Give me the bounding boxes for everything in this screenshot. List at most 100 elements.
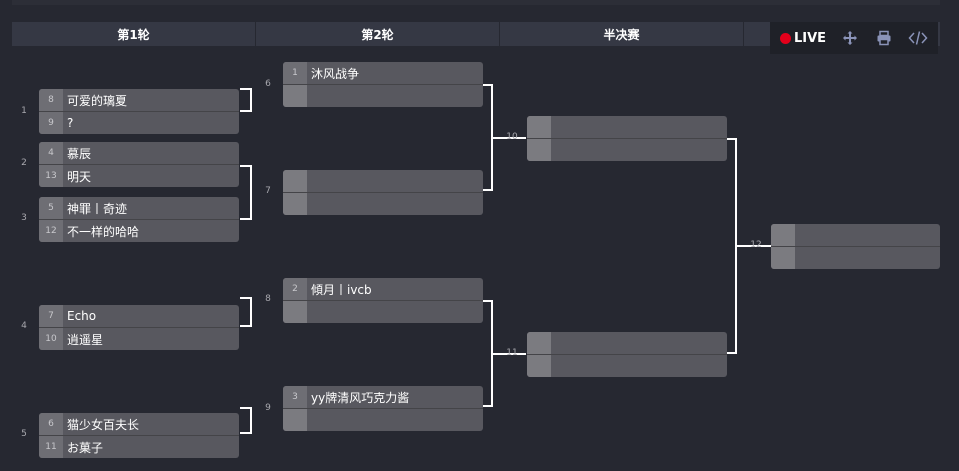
bracket-connector	[493, 353, 526, 355]
player-name: 傾月丨ivcb	[311, 282, 372, 297]
seed-number: 11	[39, 436, 63, 458]
seed-number: 8	[39, 89, 63, 111]
seed-number	[771, 247, 795, 269]
seed-number: 3	[283, 386, 307, 408]
seed-number: 9	[39, 112, 63, 134]
seed-number: 4	[39, 142, 63, 164]
match-card[interactable]	[527, 116, 727, 161]
seed-number: 1	[283, 62, 307, 84]
match-slot[interactable]: 2 傾月丨ivcb	[283, 278, 483, 301]
match-card[interactable]: 1 沐风战争	[283, 62, 483, 107]
seed-number	[283, 170, 307, 192]
match-slot[interactable]: 7 Echo	[39, 305, 239, 328]
bracket-connector	[240, 407, 252, 434]
player-name: 明天	[67, 169, 92, 184]
match-number: 12	[750, 240, 762, 250]
bracket-toolbar: LIVE	[770, 22, 938, 54]
seed-number: 6	[39, 413, 63, 435]
match-slot[interactable]	[283, 193, 483, 215]
live-label: LIVE	[794, 30, 827, 46]
match-slot[interactable]	[527, 116, 727, 139]
live-button[interactable]: LIVE	[780, 31, 826, 46]
live-dot-icon	[780, 32, 791, 44]
match-card[interactable]: 3 yy牌清风巧克力酱	[283, 386, 483, 431]
move-icon[interactable]	[840, 28, 860, 48]
match-slot[interactable]: 8 可爱的璃夏	[39, 89, 239, 112]
match-slot[interactable]: 6 猫少女百夫长	[39, 413, 239, 436]
match-slot[interactable]: 5 神罪丨奇迹	[39, 197, 239, 220]
player-name: 沐风战争	[311, 66, 360, 81]
match-slot[interactable]: 1 沐风战争	[283, 62, 483, 85]
seed-number	[527, 116, 551, 138]
match-number: 10	[506, 132, 518, 142]
player-name: 神罪丨奇迹	[67, 201, 128, 216]
match-slot[interactable]: 10 逍遥星	[39, 328, 239, 350]
match-slot[interactable]	[771, 247, 940, 269]
bracket-connector	[737, 245, 771, 247]
player-name: 慕辰	[67, 146, 92, 161]
match-card[interactable]	[771, 224, 940, 269]
match-slot[interactable]	[527, 355, 727, 377]
player-name: ?	[67, 116, 74, 130]
match-number: 5	[21, 429, 27, 439]
match-slot[interactable]	[283, 409, 483, 431]
code-icon[interactable]	[908, 28, 928, 48]
seed-number	[771, 224, 795, 246]
player-name: yy牌清风巧克力酱	[311, 390, 410, 405]
match-number: 7	[265, 186, 271, 196]
match-slot[interactable]	[527, 332, 727, 355]
match-slot[interactable]	[283, 301, 483, 323]
player-name: お菓子	[67, 440, 104, 455]
player-name: 逍遥星	[67, 332, 104, 347]
bracket-connector	[483, 300, 493, 407]
seed-number	[283, 409, 307, 431]
player-name: 猫少女百夫长	[67, 417, 140, 432]
match-slot[interactable]	[283, 85, 483, 107]
match-number: 6	[265, 79, 271, 89]
round-header-semifinal: 半决赛	[500, 22, 744, 46]
match-card[interactable]: 6 猫少女百夫长 11 お菓子	[39, 413, 239, 458]
match-number: 11	[506, 348, 518, 358]
match-number: 8	[265, 294, 271, 304]
seed-number: 2	[283, 278, 307, 300]
match-slot[interactable]: 9?	[39, 112, 239, 134]
print-icon[interactable]	[874, 28, 894, 48]
match-number: 4	[21, 321, 27, 331]
match-slot[interactable]: 11 お菓子	[39, 436, 239, 458]
match-card[interactable]: 2 傾月丨ivcb	[283, 278, 483, 323]
match-number: 9	[265, 403, 271, 413]
match-slot[interactable]: 3 yy牌清风巧克力酱	[283, 386, 483, 409]
bracket-connector	[240, 297, 252, 327]
bracket-connector	[727, 138, 737, 354]
match-slot[interactable]: 4 慕辰	[39, 142, 239, 165]
player-name: Echo	[67, 309, 97, 323]
player-name: 不一样的哈哈	[67, 224, 140, 239]
seed-number: 7	[39, 305, 63, 327]
top-strip	[12, 0, 940, 5]
round-header-2: 第2轮	[256, 22, 500, 46]
bracket-connector	[483, 84, 493, 191]
match-slot[interactable]	[527, 139, 727, 161]
bracket-connector	[240, 165, 252, 220]
seed-number	[283, 301, 307, 323]
player-name: 可爱的璃夏	[67, 93, 128, 108]
seed-number: 5	[39, 197, 63, 219]
match-card[interactable]	[283, 170, 483, 215]
round-header-1: 第1轮	[12, 22, 256, 46]
bracket-connector	[240, 88, 252, 112]
seed-number	[283, 193, 307, 215]
match-number: 1	[21, 106, 27, 116]
match-slot[interactable]	[283, 170, 483, 193]
seed-number: 10	[39, 328, 63, 350]
match-slot[interactable]	[771, 224, 940, 247]
match-card[interactable]: 8 可爱的璃夏 9?	[39, 89, 239, 134]
seed-number	[527, 139, 551, 161]
match-number: 2	[21, 158, 27, 168]
match-card[interactable]	[527, 332, 727, 377]
match-card[interactable]: 7 Echo 10 逍遥星	[39, 305, 239, 350]
bracket-connector	[493, 137, 526, 139]
